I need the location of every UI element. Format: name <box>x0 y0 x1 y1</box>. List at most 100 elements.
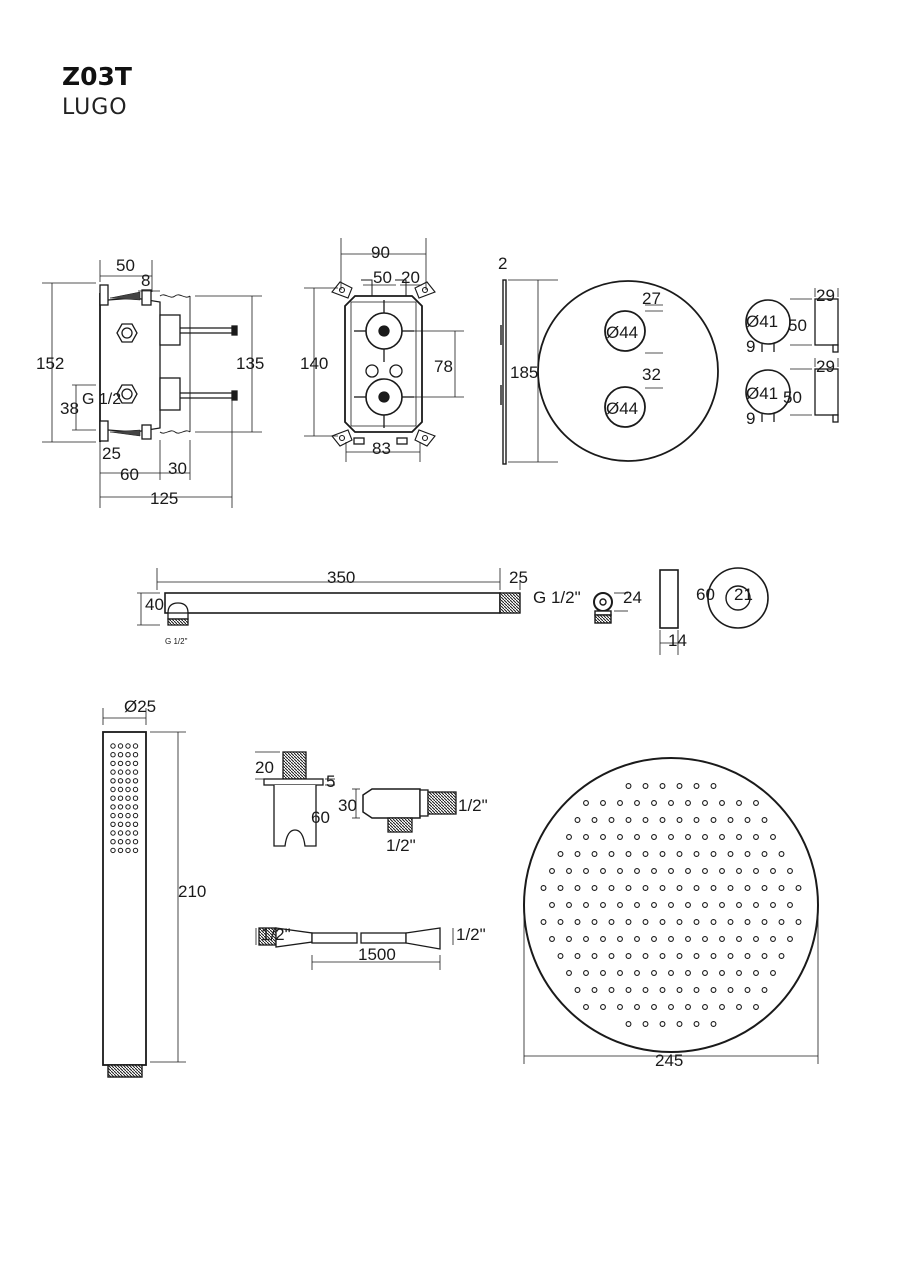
nozzle-dot <box>685 1004 691 1010</box>
shower-holder-labels: 20 5 60 <box>255 758 335 827</box>
nozzle-dot <box>753 868 759 874</box>
nozzle-dot <box>685 800 691 806</box>
nozzle-dot <box>608 919 615 925</box>
wall-outlet-view <box>352 788 457 833</box>
nozzle-dot <box>642 1021 649 1027</box>
dim-flange-14: 14 <box>668 631 687 650</box>
dim-front-140: 140 <box>300 354 328 373</box>
nozzle-dot <box>710 885 717 891</box>
arm-thread-label: G 1/2" <box>533 588 581 607</box>
nozzle-dot <box>600 970 606 976</box>
nozzle-dot <box>117 847 124 854</box>
nozzle-dot <box>710 919 717 925</box>
dim-plate-185: 185 <box>510 363 538 382</box>
nozzle-dot <box>642 919 649 925</box>
nozzle-dot <box>778 885 785 891</box>
nozzle-dot <box>753 800 759 806</box>
nozzle-dot <box>617 800 623 806</box>
nozzle-dot <box>685 936 691 942</box>
nozzle-dot <box>132 752 139 758</box>
dim-plate-2: 2 <box>498 254 507 273</box>
dim-holder-20: 20 <box>255 758 274 777</box>
nozzle-dot <box>736 800 742 806</box>
dim-elbow-24: 24 <box>623 588 642 607</box>
dim-valve-60: 60 <box>120 465 139 484</box>
nozzle-dot <box>110 769 116 775</box>
nozzle-dot <box>659 987 666 993</box>
nozzle-dot <box>117 795 124 801</box>
nozzle-dot <box>651 868 657 874</box>
nozzle-dot <box>574 851 581 857</box>
nozzle-dot <box>132 804 139 810</box>
nozzle-dot <box>770 970 776 976</box>
nozzle-dot <box>659 817 666 823</box>
dim-front-83: 83 <box>372 439 391 458</box>
nozzle-dot <box>642 783 649 789</box>
nozzle-dot <box>634 970 640 976</box>
nozzle-dot <box>625 817 632 823</box>
nozzle-dot <box>117 839 124 845</box>
nozzle-dot <box>668 800 674 806</box>
nozzle-dot <box>753 1004 759 1010</box>
nozzle-dot <box>693 783 700 789</box>
nozzle-dot <box>117 804 124 810</box>
dim-knob-50-top: 50 <box>788 316 807 335</box>
nozzle-dot <box>110 778 116 784</box>
nozzle-dot <box>132 769 139 775</box>
dim-valve-135: 135 <box>236 354 264 373</box>
nozzle-dot <box>617 902 623 908</box>
nozzle-dot <box>125 778 131 784</box>
nozzle-dot <box>685 902 691 908</box>
nozzle-dot <box>110 752 116 758</box>
outlet-thread-bottom-label: 1/2" <box>386 836 416 855</box>
nozzle-dot <box>702 868 708 874</box>
model-code: Z03T <box>62 62 132 91</box>
nozzle-dot <box>753 902 759 908</box>
nozzle-dot <box>719 936 725 942</box>
nozzle-dot <box>617 970 623 976</box>
nozzle-dot <box>583 970 589 976</box>
nozzle-dot <box>744 919 751 925</box>
nozzle-dot <box>110 839 116 845</box>
nozzle-dot <box>693 919 700 925</box>
nozzle-dot <box>744 817 751 823</box>
nozzle-dot <box>625 953 632 959</box>
nozzle-dot <box>727 885 734 891</box>
nozzle-dot <box>549 936 555 942</box>
nozzle-dot <box>625 885 632 891</box>
nozzle-dot <box>591 885 598 891</box>
nozzle-dot <box>719 800 725 806</box>
nozzle-dot <box>132 812 139 819</box>
nozzle-dot <box>693 851 700 857</box>
nozzle-dot <box>557 851 564 857</box>
knob-views <box>745 288 839 423</box>
nozzle-dot <box>770 868 776 874</box>
nozzle-dot <box>591 987 598 993</box>
wall-flange-labels: 60 21 14 <box>668 585 753 650</box>
nozzle-dot <box>736 834 742 840</box>
nozzle-dot <box>591 919 598 925</box>
nozzle-dot <box>719 970 725 976</box>
elbow-view <box>593 592 628 624</box>
nozzle-dot <box>736 936 742 942</box>
nozzle-dot <box>719 834 725 840</box>
nozzle-dot <box>117 743 124 749</box>
nozzle-dot <box>651 936 657 942</box>
nozzle-dot <box>110 821 116 827</box>
nozzle-dot <box>634 902 640 908</box>
dim-hand-210: 210 <box>178 882 206 901</box>
nozzle-dot <box>557 953 564 959</box>
nozzle-dot <box>668 1004 674 1010</box>
nozzle-dot <box>583 834 589 840</box>
nozzle-dot <box>634 868 640 874</box>
shower-holder-view <box>255 751 335 847</box>
dim-valve-width-125: 125 <box>150 489 178 508</box>
nozzle-dot <box>117 821 124 827</box>
nozzle-dot <box>583 936 589 942</box>
nozzle-dot <box>608 851 615 857</box>
nozzle-dot <box>668 970 674 976</box>
dim-plate-27: 27 <box>642 289 661 308</box>
nozzle-dot <box>625 919 632 925</box>
nozzle-dot <box>710 817 717 823</box>
nozzle-dot <box>617 868 623 874</box>
